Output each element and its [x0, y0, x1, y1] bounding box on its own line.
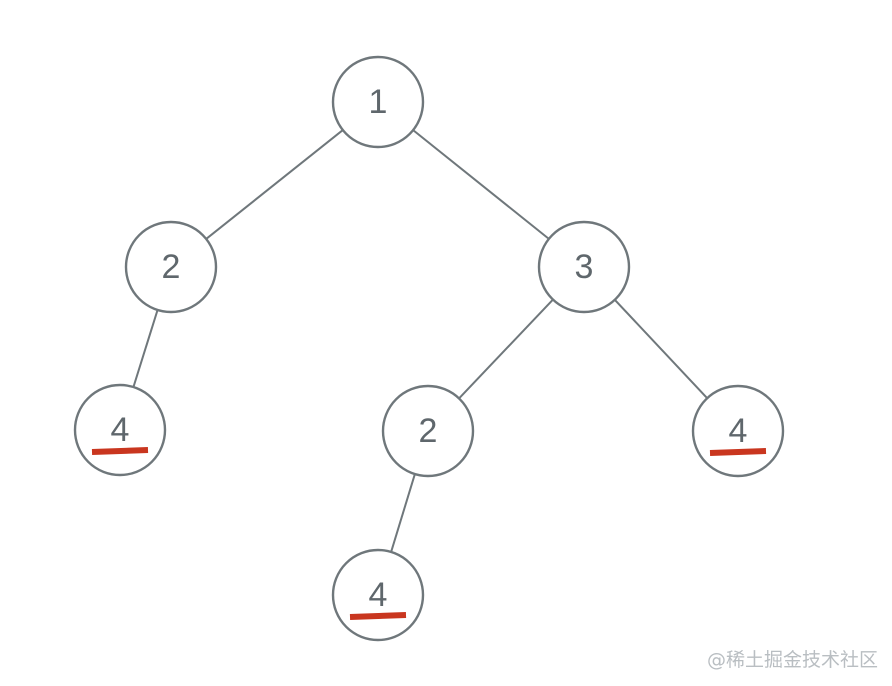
tree-node-n3: 3: [537, 220, 631, 314]
tree-edge-n3-n5: [458, 298, 554, 400]
tree-edges: [132, 129, 708, 553]
node-circle: [381, 384, 475, 478]
node-label: 3: [575, 248, 594, 286]
tree-edge-n5-n7: [390, 473, 416, 553]
highlight-underline: [709, 448, 767, 456]
node-label: 1: [369, 83, 388, 121]
highlight-underline: [91, 447, 149, 455]
node-circle: [537, 220, 631, 314]
node-label: 4: [111, 411, 130, 449]
node-circle: [331, 55, 425, 149]
tree-edge-n2-n4: [132, 309, 159, 388]
node-label: 2: [162, 248, 181, 286]
highlight-underline: [349, 612, 407, 620]
tree-node-n6: 4: [691, 384, 785, 478]
tree-node-n2: 2: [124, 220, 218, 314]
tree-nodes: 1 2 3 4 2 4 4: [73, 55, 785, 642]
tree-node-n1: 1: [331, 55, 425, 149]
tree-node-n4: 4: [73, 383, 167, 477]
node-circle: [124, 220, 218, 314]
watermark-text: @稀土掘金技术社区: [706, 649, 878, 671]
tree-edge-n3-n6: [614, 299, 708, 399]
node-label: 4: [369, 576, 388, 614]
tree-edge-n1-n2: [205, 129, 344, 240]
tree-edge-n1-n3: [412, 129, 550, 240]
node-label: 2: [419, 412, 438, 450]
tree-node-n5: 2: [381, 384, 475, 478]
node-label: 4: [729, 412, 748, 450]
tree-node-n7: 4: [331, 548, 425, 642]
